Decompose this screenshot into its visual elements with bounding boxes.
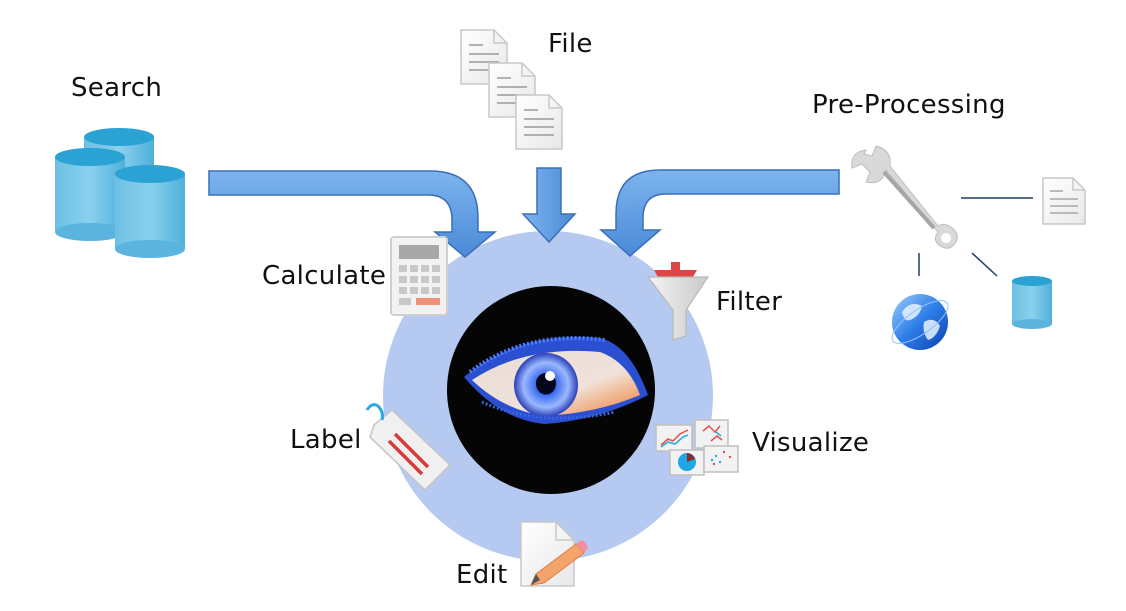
label-search: Search [71,73,163,103]
tag-icon [365,403,452,492]
globe-icon [891,294,949,350]
calculator-icon [390,236,448,316]
database-stack-icon [55,128,185,258]
funnel-icon [646,262,710,341]
label-file: File [548,29,593,59]
connector-lines [918,197,1033,277]
documents-icon [460,29,563,150]
arrow-file [521,167,577,244]
label-preprocessing: Pre-Processing [812,90,1006,120]
charts-icon [655,419,739,476]
label-edit: Edit [456,560,508,590]
label-visualize: Visualize [752,428,870,458]
label-label: Label [290,425,362,455]
label-calculate: Calculate [262,261,387,291]
arrow-search [208,170,498,258]
eye-icon [447,286,655,494]
database-icon [1012,276,1052,329]
wrench-icon [851,145,958,249]
arrow-preprocessing [599,169,840,257]
label-filter: Filter [716,287,783,317]
document-icon [1042,177,1086,225]
document-pencil-icon [520,521,588,587]
